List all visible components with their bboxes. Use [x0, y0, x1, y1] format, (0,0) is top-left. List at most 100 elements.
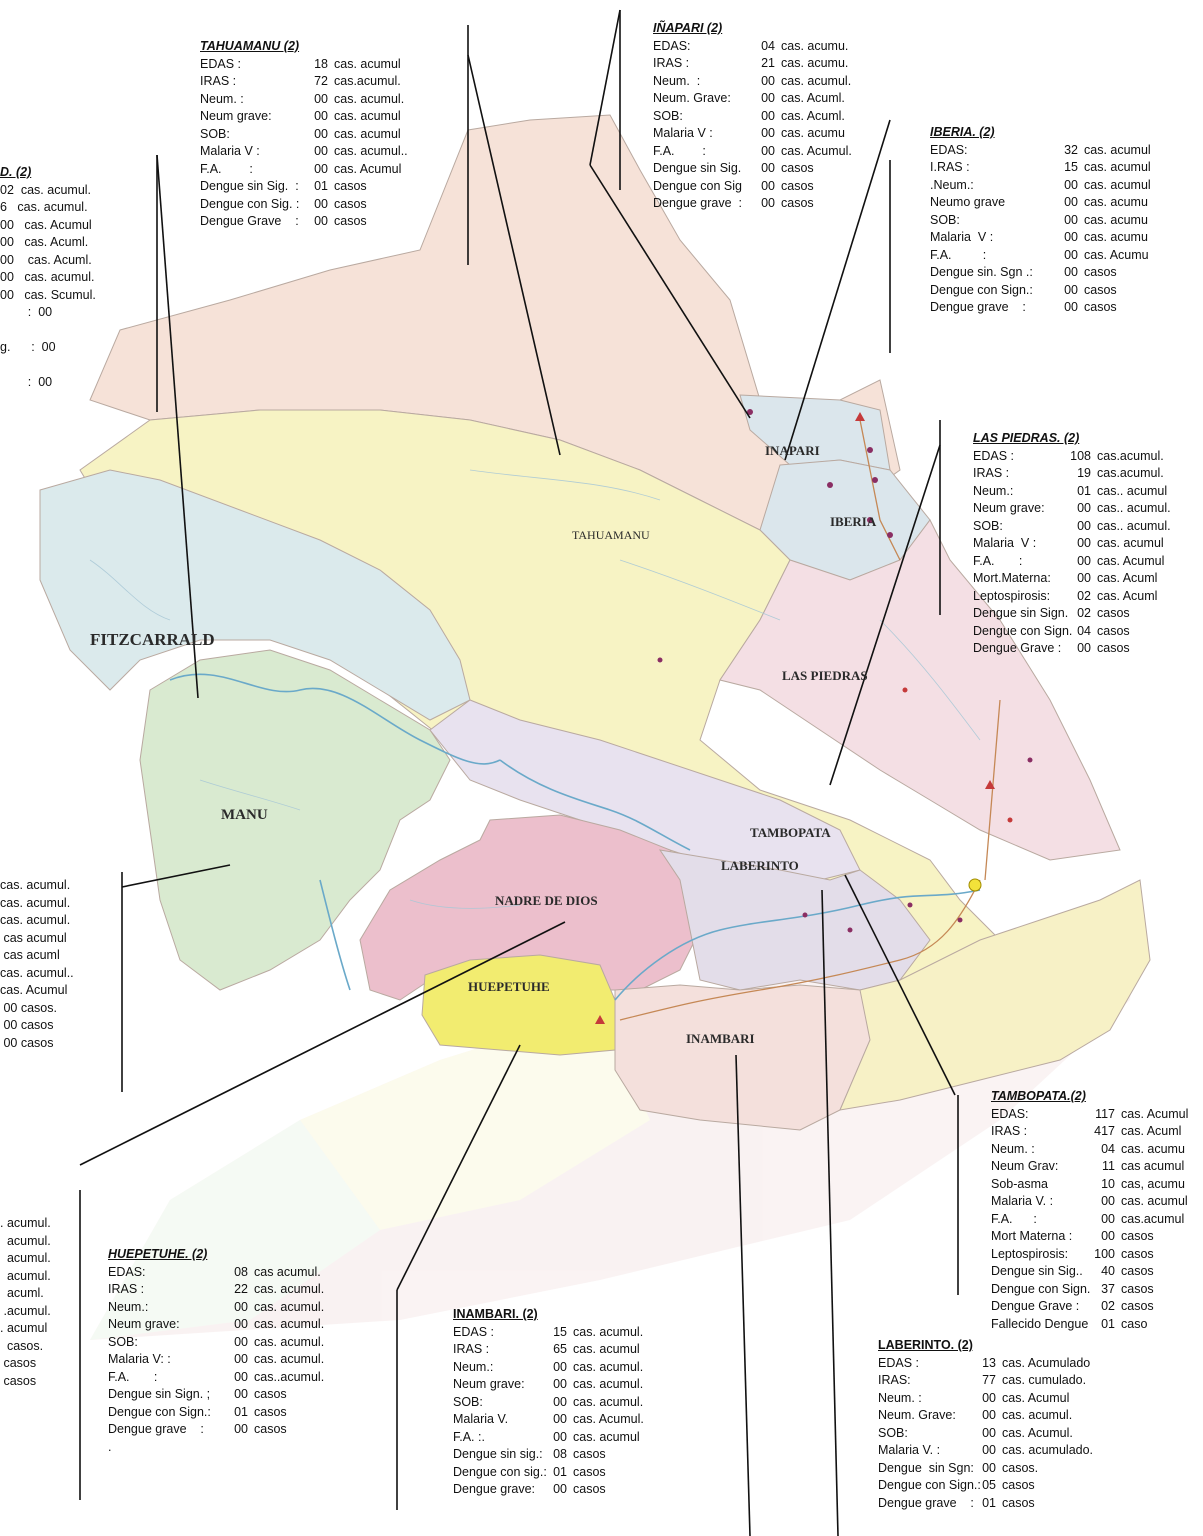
stat-unit: cas. acumul [334, 126, 401, 141]
stat-unit: casos. [1002, 1460, 1039, 1475]
stat-label: EDAS : [200, 56, 241, 71]
stat-unit: casos [1121, 1299, 1154, 1313]
stat-unit: casos [781, 196, 814, 210]
stat-text: : 00 [0, 375, 53, 389]
stat-label: Neum grave: [973, 501, 1045, 515]
stat-value: 22 [234, 1282, 248, 1296]
stat-label: EDAS : [453, 1324, 494, 1339]
stat-value: 00 [234, 1422, 248, 1436]
stat-value: 00 [234, 1352, 248, 1366]
stat-label: Sob-asma [991, 1176, 1048, 1191]
stat-unit: cas. acumu [1084, 195, 1148, 209]
stat-text: casos [0, 1373, 37, 1388]
stat-unit: cas. acumul. [334, 91, 405, 106]
stat-value: 00 [1077, 571, 1091, 585]
stat-value: 00 [761, 143, 775, 158]
stat-row: .acumul. [0, 1303, 50, 1321]
stat-label: Neum. Grave: [878, 1408, 956, 1422]
stat-unit: cas. Acuml. [781, 91, 845, 105]
stat-unit: cas. acumul. [573, 1377, 644, 1391]
stat-unit: cas. Acumul [1097, 553, 1165, 568]
stat-row: 00 cas. acumul. [0, 269, 96, 287]
stat-text [0, 322, 3, 340]
stat-unit: casos [254, 1387, 287, 1401]
stat-value: 01 [1101, 1316, 1115, 1331]
stat-value: 37 [1101, 1281, 1115, 1296]
stat-unit: casos [781, 161, 814, 175]
stat-unit: cas. Acuml [1097, 571, 1158, 585]
stat-value: 00 [234, 1387, 248, 1401]
stat-unit: casos [1084, 282, 1117, 297]
stat-unit: cas. acumul [1084, 142, 1151, 157]
stat-value: 100 [1094, 1246, 1115, 1261]
stat-row: . [108, 1439, 324, 1457]
stat-unit: casos [254, 1422, 287, 1436]
stat-label: F.A. : [973, 553, 1023, 568]
stat-row: Dengue grave : 00 casos [108, 1421, 324, 1439]
stat-unit: cas. Acumul. [781, 143, 852, 158]
stat-row: acumul. [0, 1268, 51, 1286]
label-las-piedras: LAS PIEDRAS [782, 668, 868, 683]
stat-label: Dengue grave : [108, 1422, 204, 1436]
stat-label: . [108, 1439, 112, 1454]
stat-row: 00 casos. [0, 1000, 74, 1018]
stat-label: SOB: [973, 518, 1003, 533]
stat-value: 01 [553, 1464, 567, 1479]
stat-value: 00 [982, 1443, 996, 1457]
stat-label: Malaria V: : [108, 1352, 171, 1366]
stat-unit: cas.acumul. [1097, 448, 1164, 463]
stat-value: 77 [982, 1373, 996, 1387]
stat-label: IRAS: [878, 1373, 911, 1387]
stat-text: g. : 00 [0, 340, 56, 354]
stat-text: 00 casos [0, 1035, 54, 1050]
stat-unit: cas.acumul. [334, 74, 401, 88]
stat-row: . acumul [0, 1320, 51, 1338]
stat-unit: casos [1002, 1495, 1035, 1510]
stat-unit: cas. acumul [573, 1342, 640, 1356]
rivers [169, 673, 981, 1001]
stat-value: 00 [982, 1425, 996, 1440]
stat-label: Neum.: [453, 1359, 494, 1374]
stat-unit: cas. acumul. [254, 1317, 325, 1331]
stat-unit: casos [573, 1482, 606, 1496]
stat-text: acumul. [0, 1233, 51, 1248]
stat-label: EDAS: [653, 38, 691, 53]
stat-text: cas. Acumul [0, 983, 68, 997]
stat-value: 04 [1077, 623, 1091, 638]
stats-manu: cas. acumul.cas. acumul.cas. acumul. cas… [0, 877, 74, 1052]
box-title: HUEPETUHE. (2) [108, 1247, 208, 1261]
stat-unit: cas.acumul. [1097, 466, 1164, 480]
roads [619, 419, 1001, 1021]
stat-label: Neum grave: [108, 1317, 180, 1331]
stat-unit: casos [781, 178, 814, 193]
stat-text: 00 casos. [0, 1000, 57, 1015]
stat-label: Dengue grave : [878, 1495, 974, 1510]
stat-unit: cas. acumul [334, 56, 401, 71]
capital-star [968, 878, 982, 892]
stat-value: 00 [1101, 1194, 1115, 1208]
stat-value: 00 [553, 1412, 567, 1426]
stat-value: 01 [234, 1404, 248, 1419]
stat-label: Dengue con Sign.: [108, 1404, 211, 1419]
